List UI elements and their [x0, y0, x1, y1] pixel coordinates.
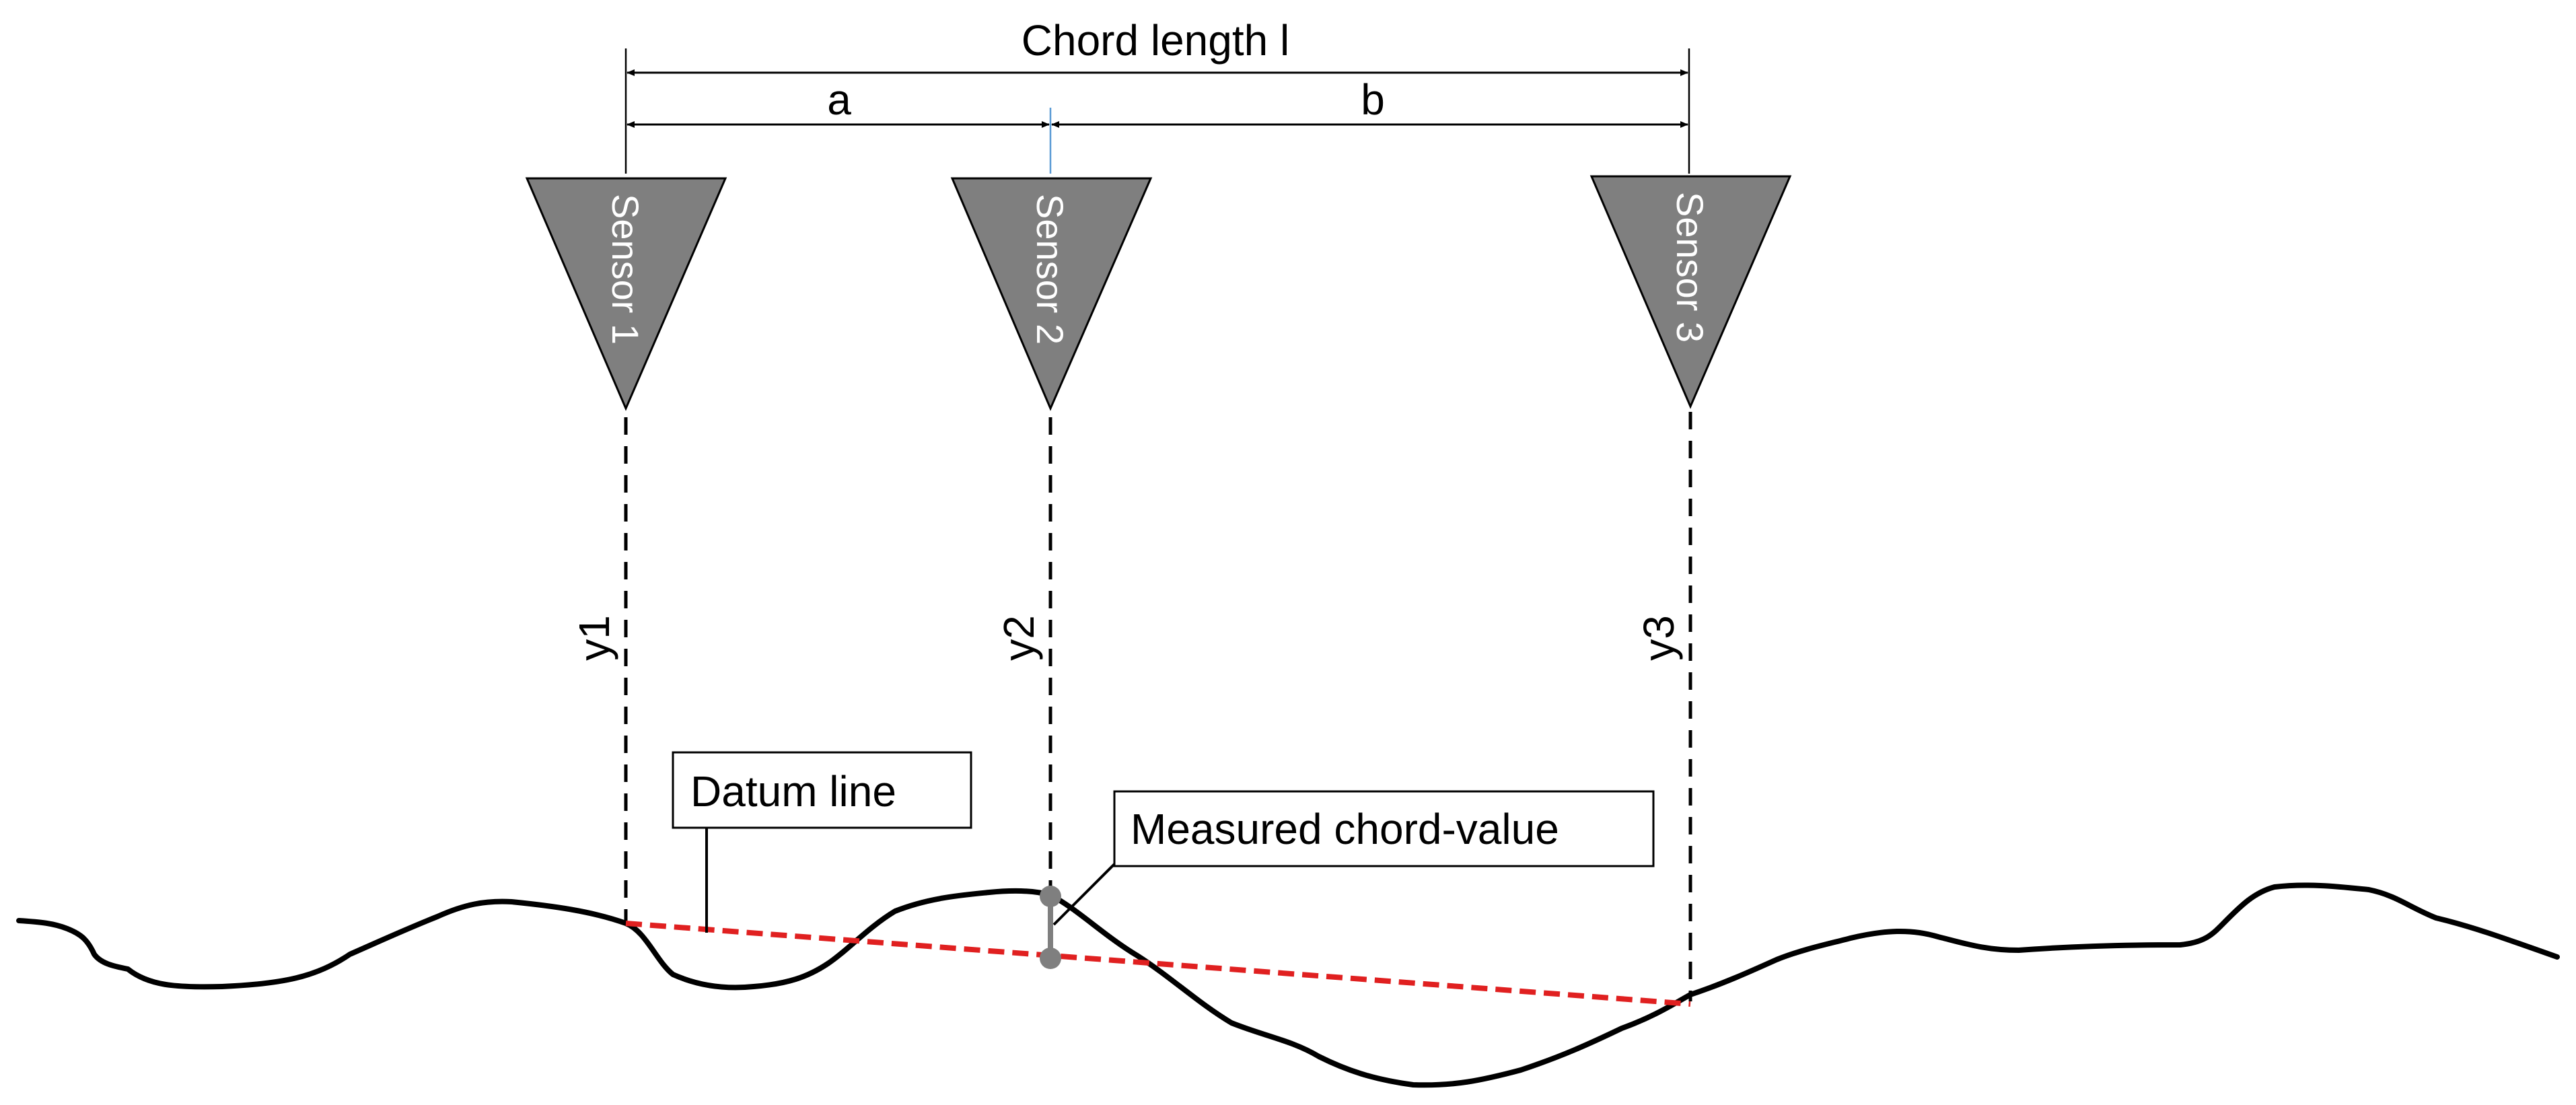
sensor-2-triangle	[950, 177, 1153, 411]
chord-value-bottom-dot	[1040, 948, 1061, 969]
a-label: a	[827, 75, 851, 124]
sensor-2-label: Sensor 2	[1029, 194, 1071, 345]
sensor-3: Sensor 3	[1589, 175, 1792, 409]
b-label: b	[1361, 75, 1385, 124]
measured-callout-box	[1113, 790, 1655, 867]
measured-chord-marker	[1040, 886, 1061, 969]
datum-callout-box	[672, 751, 972, 829]
datum-line	[625, 921, 1691, 1007]
sensor-1-triangle	[525, 177, 727, 411]
sensor-3-triangle	[1589, 175, 1792, 409]
y1-label: y1	[570, 615, 618, 661]
chord-length-label: Chord length l	[1022, 16, 1289, 65]
measured-callout-leader	[1052, 863, 1116, 926]
chord-length-dimension: Chord length l	[624, 16, 1690, 174]
sensor-1: Sensor 1	[525, 177, 727, 411]
y3-label: y3	[1635, 615, 1683, 661]
y2-label: y2	[995, 615, 1043, 661]
ab-dimension: a b	[627, 75, 1688, 174]
sensor-3-label: Sensor 3	[1669, 192, 1711, 343]
datum-line-callout: Datum line	[672, 751, 972, 933]
datum-callout-text: Datum line	[690, 767, 896, 816]
sensor-1-label: Sensor 1	[604, 194, 647, 345]
measured-callout-text: Measured chord-value	[1131, 805, 1559, 853]
rail-surface-profile	[16, 882, 2560, 1088]
sensor-2: Sensor 2	[950, 177, 1153, 411]
chord-value-top-dot	[1040, 886, 1061, 907]
measured-chord-callout: Measured chord-value	[1052, 790, 1655, 926]
